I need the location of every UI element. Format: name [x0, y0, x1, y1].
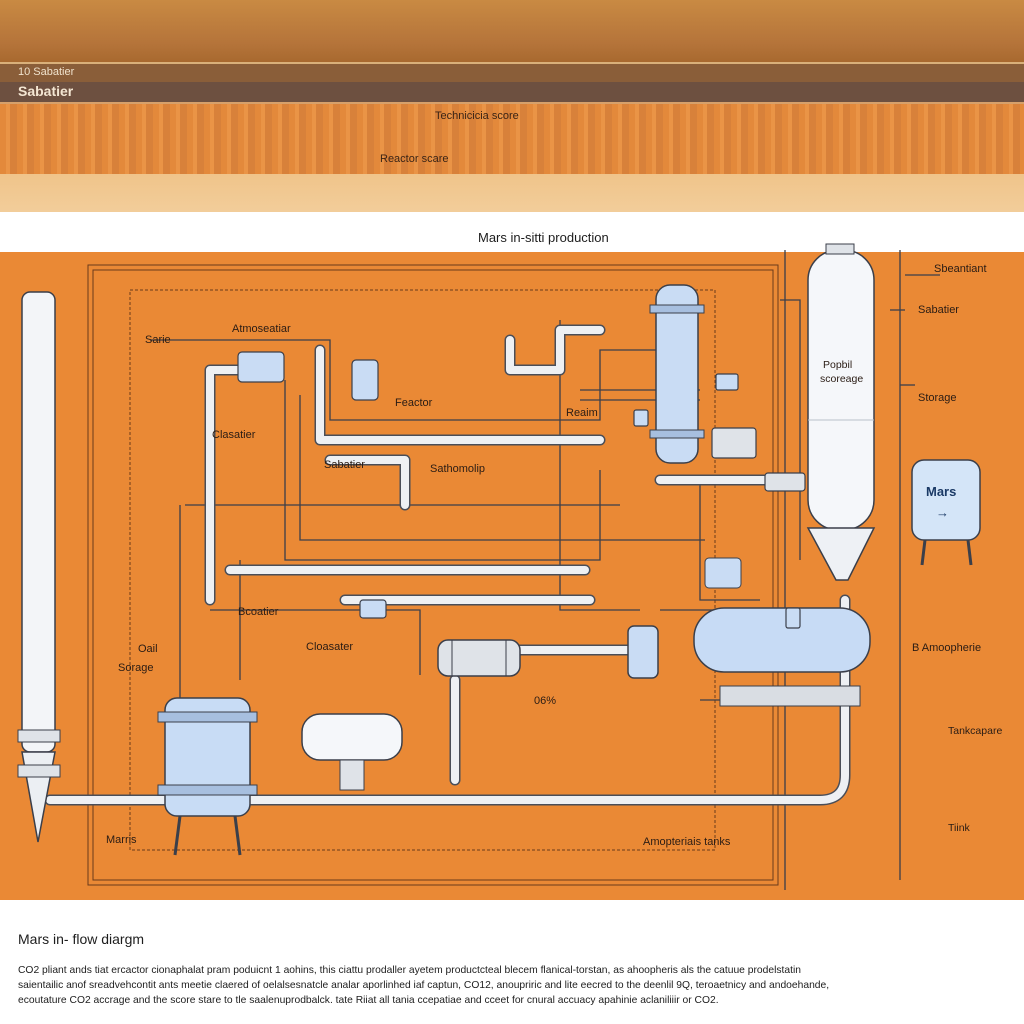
label-right-sabatier: Sabatier: [918, 304, 959, 316]
sand-band: [0, 174, 1024, 212]
label-oil: Oail: [138, 643, 158, 655]
instrument-box: [785, 607, 801, 629]
header-label-strip: [0, 62, 1024, 84]
instrument-box: [633, 409, 649, 427]
process-line: [699, 480, 760, 601]
label-tiink: Tiink: [948, 822, 971, 834]
horizontal-vessel: [693, 557, 871, 707]
label-percent: 06%: [534, 695, 556, 707]
label-bcoatier: Bcoatier: [238, 606, 279, 618]
reactor-vessel: [157, 697, 258, 856]
label-tankspare: Tankcapare: [948, 725, 1002, 737]
header-top-band: [0, 0, 1024, 62]
label-sarie: Sarie: [145, 334, 171, 346]
inner-frame: [92, 269, 774, 881]
label-popul-storage: scoreage: [820, 373, 863, 385]
label-amospteriais-tanks: Amopteriais tanks: [643, 836, 731, 848]
separator-column: [649, 284, 705, 464]
instrument-box: [715, 373, 739, 391]
caption-line: saientailic anof sreadvehcontit ants mee…: [18, 980, 830, 991]
header-title-strip: [0, 82, 1024, 104]
page-label: 10 Sabatier: [18, 66, 75, 78]
caption-panel: [0, 900, 1024, 1024]
process-line: [284, 380, 601, 561]
heat-exchanger: [437, 639, 521, 677]
process-line: [299, 395, 705, 541]
label-marris: Marris: [106, 834, 137, 846]
loop-pipe: [504, 324, 606, 376]
mars-surface-band: [0, 104, 1024, 174]
label-reaim: Reaim: [566, 407, 598, 419]
caption-body: CO2 pliant ands tiat ercactor cionaphala…: [18, 963, 1008, 1008]
caption-line: CO2 pliant ands tiat ercactor cionaphala…: [18, 965, 802, 976]
reactor-score-label: Reactor scare: [380, 153, 449, 165]
label-b-amosphere: B Amoopherie: [912, 642, 981, 654]
label-cloasater: Cloasater: [306, 641, 353, 653]
mars-tank: [911, 459, 981, 566]
label-popul: Popbil: [823, 359, 852, 371]
technical-score-label: Technicicia score: [435, 110, 519, 122]
label-sabatier-mid: Sabatier: [324, 459, 365, 471]
valve-block: [351, 359, 379, 401]
left-column: [17, 291, 61, 843]
process-line: [150, 339, 660, 421]
arrow-right-icon: →: [936, 505, 949, 520]
label-right-top: Sbeantiant: [934, 263, 987, 275]
process-line: [559, 320, 640, 611]
process-line: [210, 609, 421, 675]
white-storage-tank: [301, 713, 403, 791]
caption-line: ecoutature CO2 accrage and the score sta…: [18, 995, 719, 1006]
flange: [764, 472, 806, 492]
valve-block: [237, 351, 285, 383]
outer-frame: [87, 264, 779, 886]
mars-tank-label: Mars: [926, 484, 957, 499]
label-sathonlip: Sathomolip: [430, 463, 485, 475]
caption-title: Mars in- flow diargm: [18, 931, 145, 947]
compressor: [627, 625, 659, 679]
process-line: [780, 299, 801, 560]
label-right-storage: Storage: [918, 392, 957, 404]
label-oil-storage: Sorage: [118, 662, 153, 674]
label-feactor: Feactor: [395, 397, 433, 409]
diagram-title: Mars in-sitti production: [478, 230, 609, 245]
product-storage-tank: [806, 243, 876, 581]
valve-block: [359, 599, 387, 619]
instrument-box: [711, 427, 757, 459]
page-title: Sabatier: [18, 83, 74, 99]
label-atmospheric: Atmoseatiar: [232, 323, 291, 335]
label-clasatier: Clasatier: [212, 429, 256, 441]
